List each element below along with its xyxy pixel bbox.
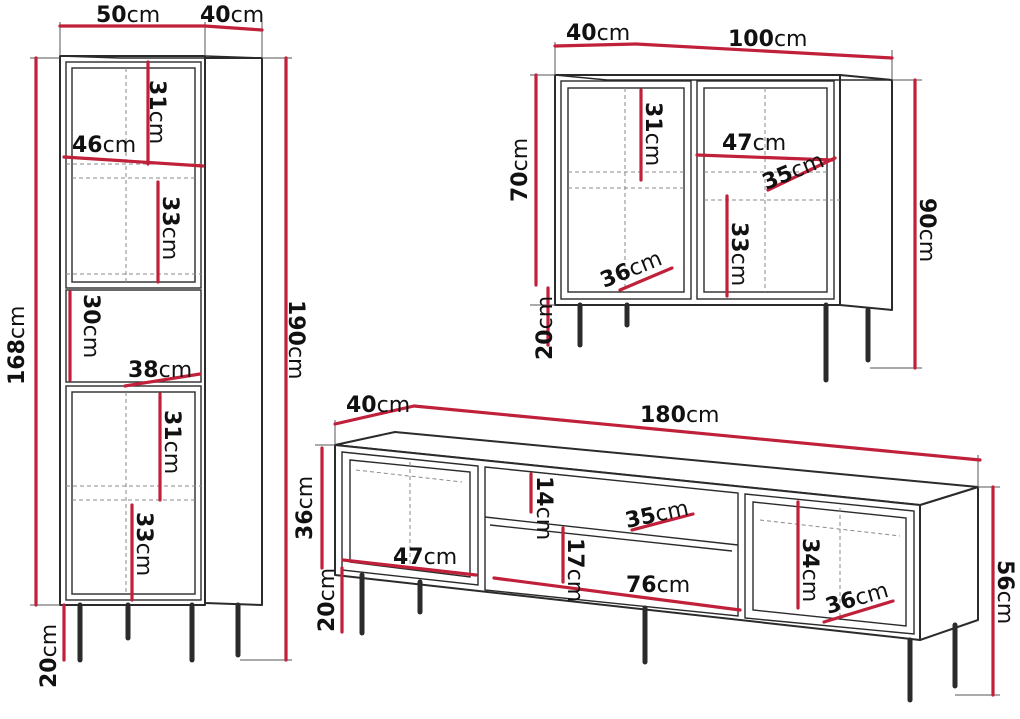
side-label-inner-width: 47cm xyxy=(722,131,786,156)
tall-dim-niche-depth xyxy=(123,372,202,388)
tv-label-depth: 40cm xyxy=(346,393,410,418)
tv-stand-middle-section xyxy=(484,466,739,617)
tv-label-drawer-height: 14cm xyxy=(531,476,556,540)
tv-dim-right-depth xyxy=(822,599,895,624)
tall-label-inner-width: 46cm xyxy=(72,133,136,158)
side-dim-depth xyxy=(553,42,638,48)
tv-label-width: 180cm xyxy=(640,403,719,428)
tv-stand-right-glass xyxy=(752,501,907,627)
tall-cabinet-upper-door xyxy=(65,61,202,289)
tall-cabinet: 50cm 40cm 168cm 190cm 20cm 31cm 46cm 33c… xyxy=(5,3,308,688)
sideboard-right-door xyxy=(696,80,835,300)
tv-label-right-height: 34cm xyxy=(797,538,822,602)
tv-label-left-width: 47cm xyxy=(393,545,457,570)
tv-stand-left-door xyxy=(341,451,479,586)
side-label-depth: 40cm xyxy=(566,21,630,46)
tall-label-top-shelf: 31cm xyxy=(144,80,169,144)
tall-label-body-height: 168cm xyxy=(5,306,30,385)
sideboard: 40cm 100cm 70cm 90cm 20cm 31cm 47cm 35cm… xyxy=(508,21,939,383)
tv-dim-width xyxy=(412,404,982,462)
tv-hidden-1 xyxy=(355,469,463,483)
tv-label-middle-lower: 17cm xyxy=(562,538,587,602)
tv-stand-left-glass xyxy=(349,459,471,578)
tv-stand-middle-shelf xyxy=(484,516,739,546)
tv-dim-shelf-depth xyxy=(630,512,695,532)
tv-stand-front xyxy=(334,444,921,641)
tall-label-lower-shelf: 31cm xyxy=(159,410,184,474)
tall-label-width: 50cm xyxy=(96,3,160,28)
sideboard-side-panel xyxy=(839,74,893,311)
tv-dim-middle-width xyxy=(492,576,742,612)
tv-hidden-2 xyxy=(759,519,901,537)
tall-cabinet-side-panel xyxy=(204,57,263,606)
side-label-leg-height: 20cm xyxy=(533,296,558,360)
side-label-total-height: 90cm xyxy=(914,198,939,262)
tv-label-leg-height: 20cm xyxy=(315,568,340,632)
side-label-width: 100cm xyxy=(728,27,807,52)
tall-label-upper-compartment: 33cm xyxy=(157,196,182,260)
tv-stand-right-door xyxy=(744,493,915,635)
tv-label-total-height: 56cm xyxy=(992,560,1017,624)
tv-label-body-height: 36cm xyxy=(293,476,318,540)
tv-dim-left-width xyxy=(341,558,478,577)
sideboard-left-door xyxy=(560,80,692,300)
tall-label-niche-depth: 38cm xyxy=(128,358,192,383)
side-label-body-height: 70cm xyxy=(508,138,533,202)
tv-label-middle-width: 76cm xyxy=(626,573,690,598)
tv-stand-middle-shelf-edge xyxy=(489,524,733,552)
side-dim-inner-width xyxy=(695,153,834,162)
tall-label-depth: 40cm xyxy=(200,3,264,28)
side-dim-width xyxy=(634,42,894,60)
sideboard-left-glass xyxy=(567,87,685,293)
tv-stand: 40cm 180cm 36cm 56cm 20cm 14cm 35cm 47cm… xyxy=(293,393,1017,703)
tv-stand-side-panel xyxy=(919,486,979,641)
tall-cabinet-open-niche xyxy=(65,289,202,383)
tv-dim-depth xyxy=(333,404,416,426)
side-label-lower-shelf: 33cm xyxy=(726,222,751,286)
tall-label-total-height: 190cm xyxy=(283,300,308,379)
tall-dim-inner-width xyxy=(62,155,205,168)
tall-label-leg-height: 20cm xyxy=(37,624,62,688)
tall-label-bottom-compartment: 33cm xyxy=(131,512,156,576)
tall-label-open-niche: 30cm xyxy=(78,294,103,358)
tall-dim-depth xyxy=(203,24,264,32)
tall-cabinet-upper-glass xyxy=(71,67,196,283)
side-label-upper-shelf: 31cm xyxy=(640,102,665,166)
side-dim-bottom-depth xyxy=(618,266,674,292)
side-dim-shelf-depth xyxy=(766,156,837,192)
